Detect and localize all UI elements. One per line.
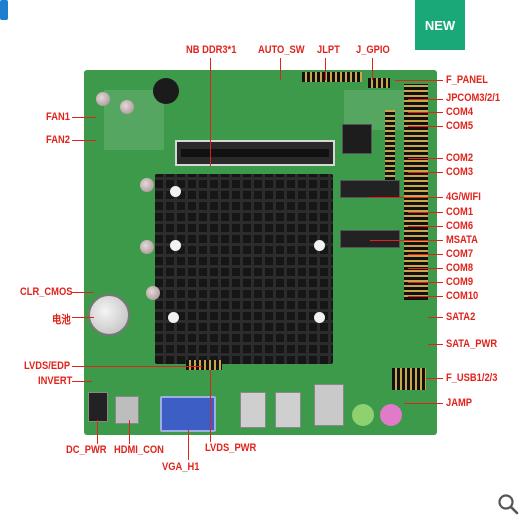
label-invert: INVERT	[38, 375, 73, 387]
callout-line	[188, 430, 189, 460]
callout-line	[72, 317, 94, 318]
sata-port	[0, 0, 8, 20]
rj45-port	[314, 384, 344, 426]
label-sata2: SATA2	[446, 311, 476, 323]
label-hdmi-con: HDMI_CON	[114, 444, 164, 456]
callout-line	[370, 240, 443, 241]
label-com6: COM6	[446, 220, 474, 232]
callout-line	[210, 370, 211, 442]
heatsink-screw	[314, 312, 325, 323]
callout-line	[428, 317, 443, 318]
audio-jack	[380, 404, 402, 426]
hdmi-port	[115, 396, 139, 424]
callout-line	[72, 140, 96, 141]
label-auto-sw: AUTO_SW	[258, 44, 305, 56]
callout-line	[395, 80, 443, 81]
label-jlpt: JLPT	[317, 44, 340, 56]
vga-port	[160, 396, 216, 432]
callout-line	[408, 158, 443, 159]
com-headers	[404, 84, 428, 300]
com-headers-2	[385, 110, 395, 180]
usb-port	[240, 392, 266, 428]
callout-line	[129, 420, 130, 444]
label-sata-pwr: SATA_PWR	[446, 338, 498, 350]
callout-line	[408, 212, 443, 213]
ram-slot	[175, 140, 335, 166]
callout-line	[280, 58, 281, 80]
label-j-gpio: J_GPIO	[356, 44, 390, 56]
callout-line	[408, 296, 443, 297]
label-fan1: FAN1	[46, 111, 70, 123]
callout-line	[408, 254, 443, 255]
label-com8: COM8	[446, 262, 474, 274]
callout-line	[408, 112, 443, 113]
label-4g-wifi: 4G/WIFI	[446, 191, 481, 203]
callout-line	[426, 378, 443, 379]
capacitor	[140, 178, 154, 192]
label-fan2: FAN2	[46, 134, 70, 146]
gpio-header	[368, 78, 390, 88]
callout-line	[404, 403, 443, 404]
label-lvds-pwr: LVDS_PWR	[205, 442, 257, 454]
heatsink-screw	[168, 312, 179, 323]
callout-line	[210, 58, 211, 166]
heatsink-screw	[170, 186, 181, 197]
label-nb-ddr3: NB DDR3*1	[186, 44, 237, 56]
label-clr-cmos: CLR_CMOS	[20, 286, 73, 298]
callout-line	[408, 172, 443, 173]
heatsink-screw	[314, 240, 325, 251]
capacitor	[120, 100, 134, 114]
callout-line	[72, 292, 94, 293]
callout-line	[428, 344, 443, 345]
callout-line	[408, 99, 443, 100]
label-lvds-edp: LVDS/EDP	[24, 360, 71, 372]
new-badge: NEW	[415, 0, 465, 50]
chip	[342, 124, 372, 154]
lvds-header	[186, 360, 222, 370]
chip	[340, 180, 400, 198]
callout-line	[325, 58, 326, 80]
label-com3: COM3	[446, 166, 474, 178]
chip	[340, 230, 400, 248]
label-com2: COM2	[446, 152, 474, 164]
callout-line	[72, 381, 92, 382]
usb-header	[392, 368, 426, 390]
label-com7: COM7	[446, 248, 474, 260]
label-f-usb: F_USB1/2/3	[446, 372, 498, 384]
label-com4: COM4	[446, 106, 474, 118]
magnifier-icon[interactable]	[497, 493, 519, 515]
label-com9: COM9	[446, 276, 474, 288]
callout-line	[72, 366, 202, 367]
capacitor	[140, 240, 154, 254]
capacitor	[96, 92, 110, 106]
lpt-header	[302, 72, 362, 82]
label-com1: COM1	[446, 206, 474, 218]
buzzer	[153, 78, 179, 104]
callout-line	[372, 58, 373, 80]
label-f-panel: F_PANEL	[446, 74, 488, 86]
label-jamp: JAMP	[446, 397, 472, 409]
label-battery: 电池	[52, 313, 71, 326]
label-jpcom: JPCOM3/2/1	[446, 92, 501, 104]
callout-line	[97, 420, 98, 444]
dc-power-jack	[88, 392, 108, 422]
callout-line	[408, 268, 443, 269]
audio-jack	[352, 404, 374, 426]
usb-port	[275, 392, 301, 428]
label-com5: COM5	[446, 120, 474, 132]
callout-line	[370, 197, 443, 198]
label-com10: COM10	[446, 290, 479, 302]
label-dc-pwr: DC_PWR	[66, 444, 107, 456]
cmos-battery	[88, 294, 130, 336]
label-msata: MSATA	[446, 234, 478, 246]
callout-line	[408, 226, 443, 227]
callout-line	[408, 126, 443, 127]
heatsink-screw	[170, 240, 181, 251]
label-vga-h1: VGA_H1	[162, 461, 200, 473]
callout-line	[72, 117, 96, 118]
heatsink	[155, 174, 333, 364]
callout-line	[408, 282, 443, 283]
capacitor	[146, 286, 160, 300]
